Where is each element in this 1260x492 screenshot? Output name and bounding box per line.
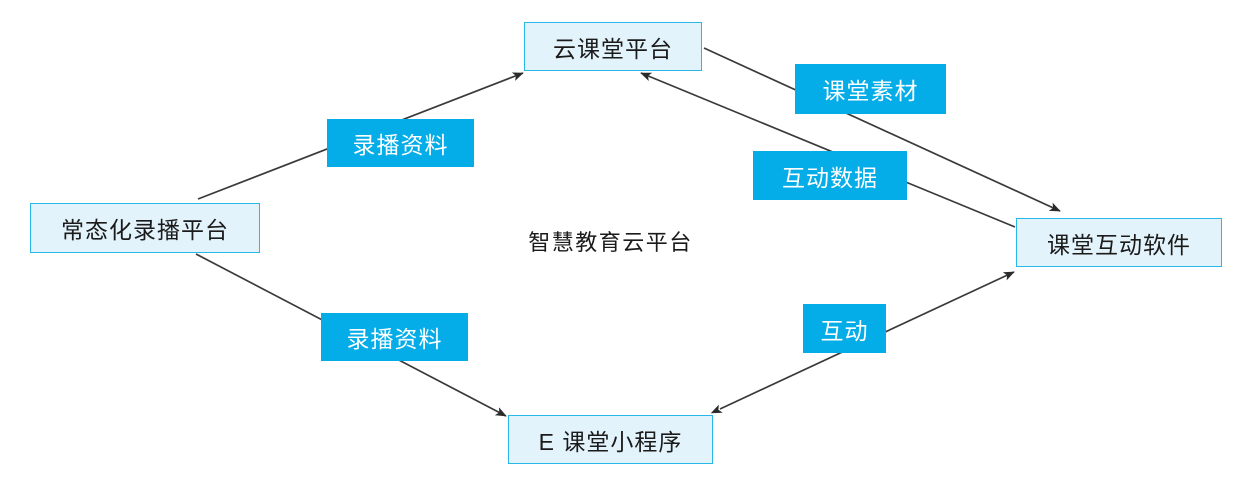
edge-label-text: 录播资料	[346, 326, 443, 352]
edge-label-text: 互动数据	[782, 164, 878, 191]
node-classroom-interactive-software[interactable]: 课堂互动软件	[1016, 218, 1222, 267]
edge-label-text: 课堂素材	[822, 78, 919, 104]
edge-label-recording-to-eclass[interactable]: 录播资料	[321, 313, 468, 361]
node-e-classroom-miniprogram[interactable]: E 课堂小程序	[508, 415, 713, 464]
edge-label-classroom-material[interactable]: 课堂素材	[795, 64, 946, 114]
node-label: E 课堂小程序	[538, 428, 683, 455]
node-label: 课堂互动软件	[1047, 231, 1191, 258]
node-normalized-recording-platform[interactable]: 常态化录播平台	[30, 203, 260, 253]
node-cloud-classroom-platform[interactable]: 云课堂平台	[524, 22, 702, 71]
edge-label-interaction-data[interactable]: 互动数据	[753, 151, 907, 200]
edge-label-interaction[interactable]: 互动	[803, 304, 886, 353]
diagram-center-caption: 智慧教育云平台	[508, 226, 713, 256]
edge-label-text: 互动	[820, 317, 869, 344]
edge-cloud-to-interactive	[703, 47, 1061, 212]
node-label: 云课堂平台	[553, 35, 673, 62]
diagram-title-text: 智慧教育云平台	[528, 230, 693, 255]
edge-label-text: 录播资料	[352, 132, 449, 158]
edge-interactive-to-cloud	[640, 72, 1016, 228]
node-label: 常态化录播平台	[61, 217, 229, 243]
edge-label-recording-to-cloud[interactable]: 录播资料	[327, 119, 474, 167]
